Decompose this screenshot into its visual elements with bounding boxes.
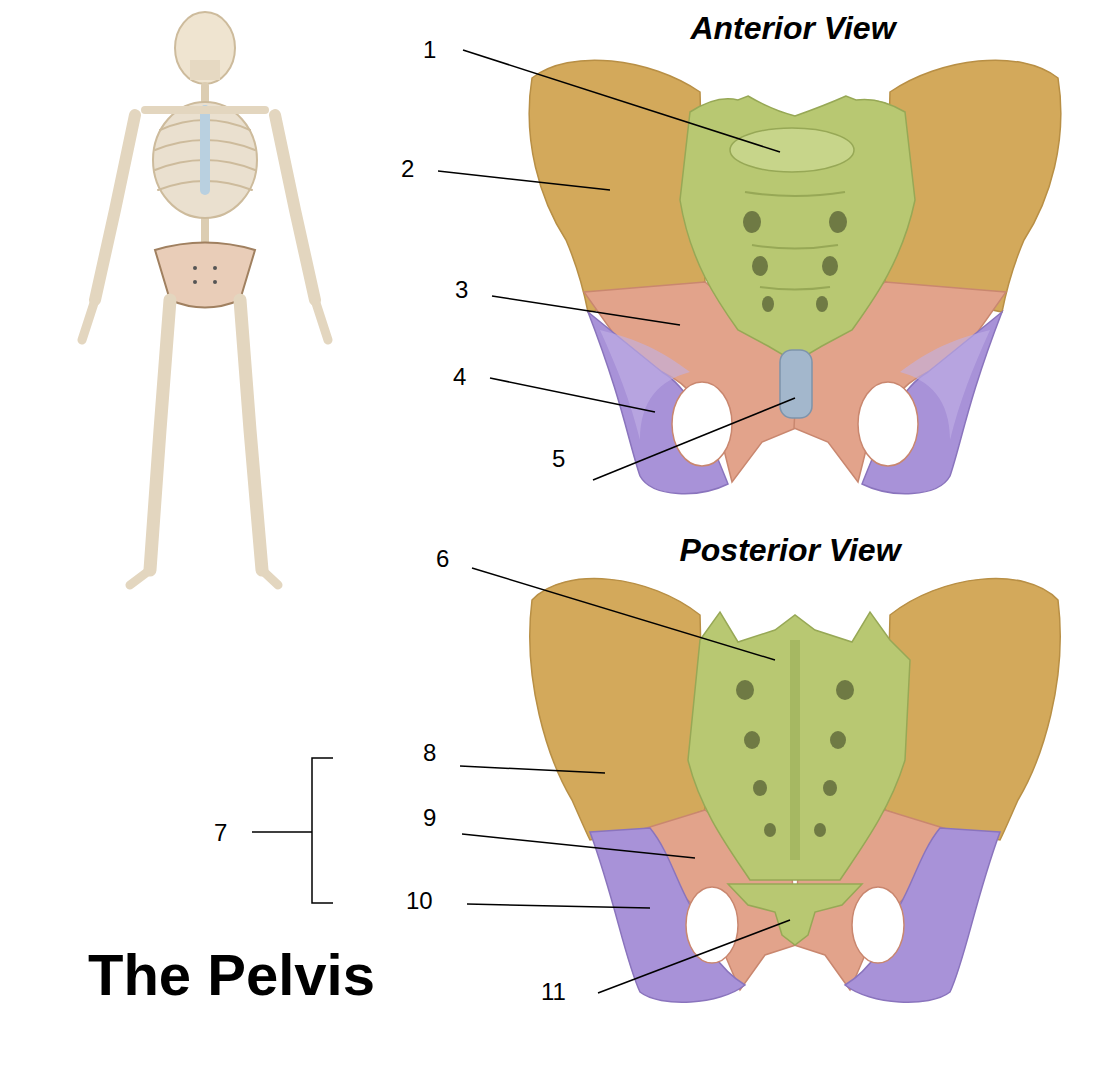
callout-number: 9	[423, 806, 436, 830]
leader-lines	[252, 50, 795, 993]
pelvis-posterior	[530, 579, 1060, 1003]
skeleton-figure	[82, 12, 328, 585]
view-title: Anterior View	[690, 12, 895, 44]
callout-number: 1	[423, 38, 436, 62]
callout-number: 6	[436, 547, 449, 571]
callout-number: 7	[214, 821, 227, 845]
callout-number: 8	[423, 741, 436, 765]
callout-number: 10	[406, 889, 433, 913]
callout-number: 5	[552, 447, 565, 471]
callout-number: 2	[401, 157, 414, 181]
callout-number: 3	[455, 278, 468, 302]
callout-number: 4	[453, 365, 466, 389]
callout-number: 11	[541, 980, 566, 1004]
view-title: Posterior View	[679, 534, 900, 566]
pelvis-anterior	[529, 60, 1061, 493]
diagram-title: The Pelvis	[88, 946, 375, 1004]
